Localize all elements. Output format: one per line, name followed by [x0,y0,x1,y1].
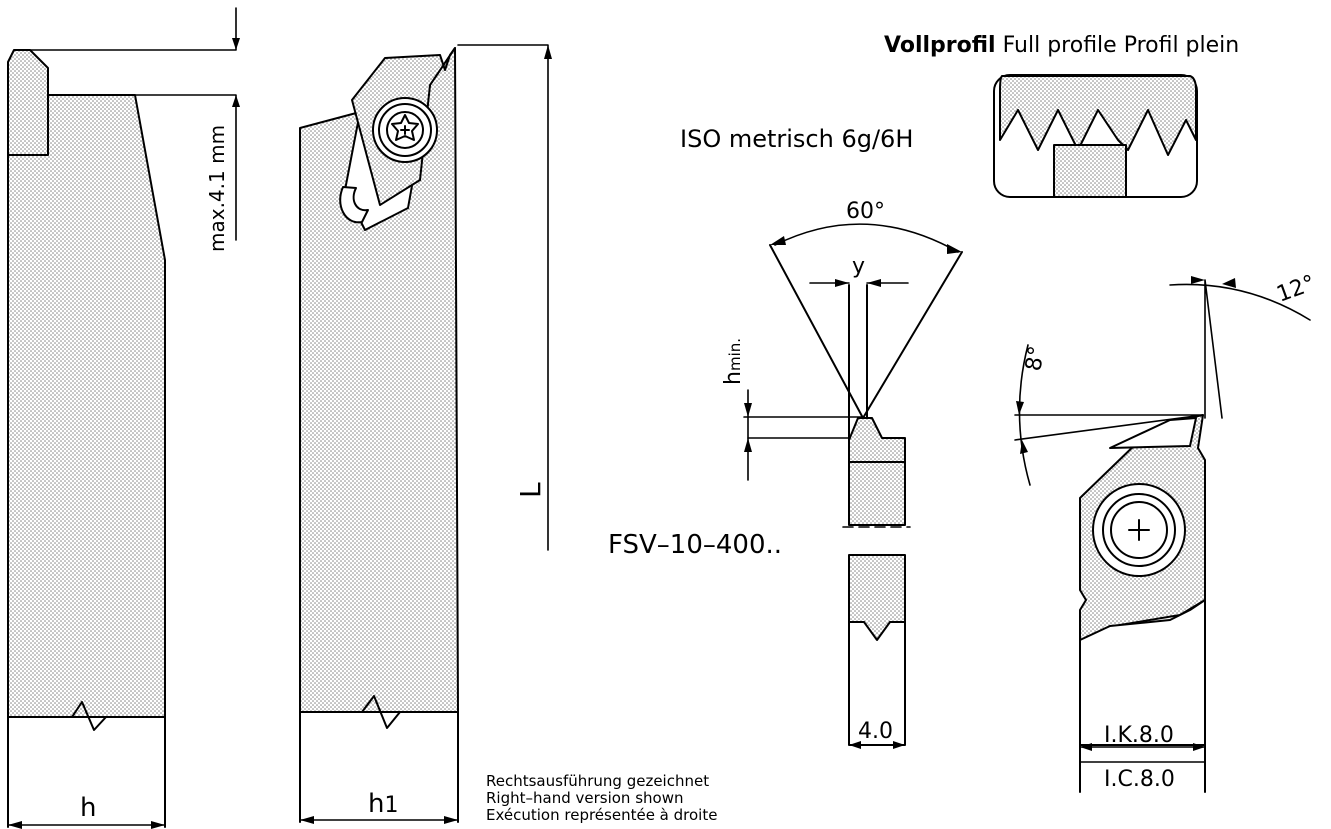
y-label: y [852,254,865,279]
note-fr: Exécution représentée à droite [486,806,717,824]
note-de: Rechtsausführung gezeichnet [486,772,709,790]
torx-icon [391,114,419,141]
full-profile-diagram [993,74,1198,198]
angle-12-label: 12° [1274,271,1319,308]
note-en: Right–hand version shown [486,789,683,807]
profile-title: Vollprofil Full profile Profil plein [884,33,1239,58]
max-depth-label: max.4.1 mm [205,125,229,252]
ic-label: I.C.8.0 [1104,767,1175,792]
width-4-label: 4.0 [858,719,893,744]
holder-side-view [7,7,240,829]
angle-60-label: 60° [846,199,885,224]
angle-8-label: 8° [1021,344,1050,373]
length-label: L [514,482,547,498]
ik-label: I.K.8.0 [1104,723,1174,748]
holder-top-view [299,44,552,824]
insert-front-view [743,223,963,749]
holder-body [7,94,166,718]
insert-top-view [1014,276,1311,793]
h1-label: h1 [368,789,398,819]
h-label: h [80,793,96,823]
part-number: FSV–10–400.. [608,530,782,560]
holder-insert-tip [7,49,49,156]
iso-standard: ISO metrisch 6g/6H [680,125,913,153]
h-min-label: hmin. [721,338,746,385]
